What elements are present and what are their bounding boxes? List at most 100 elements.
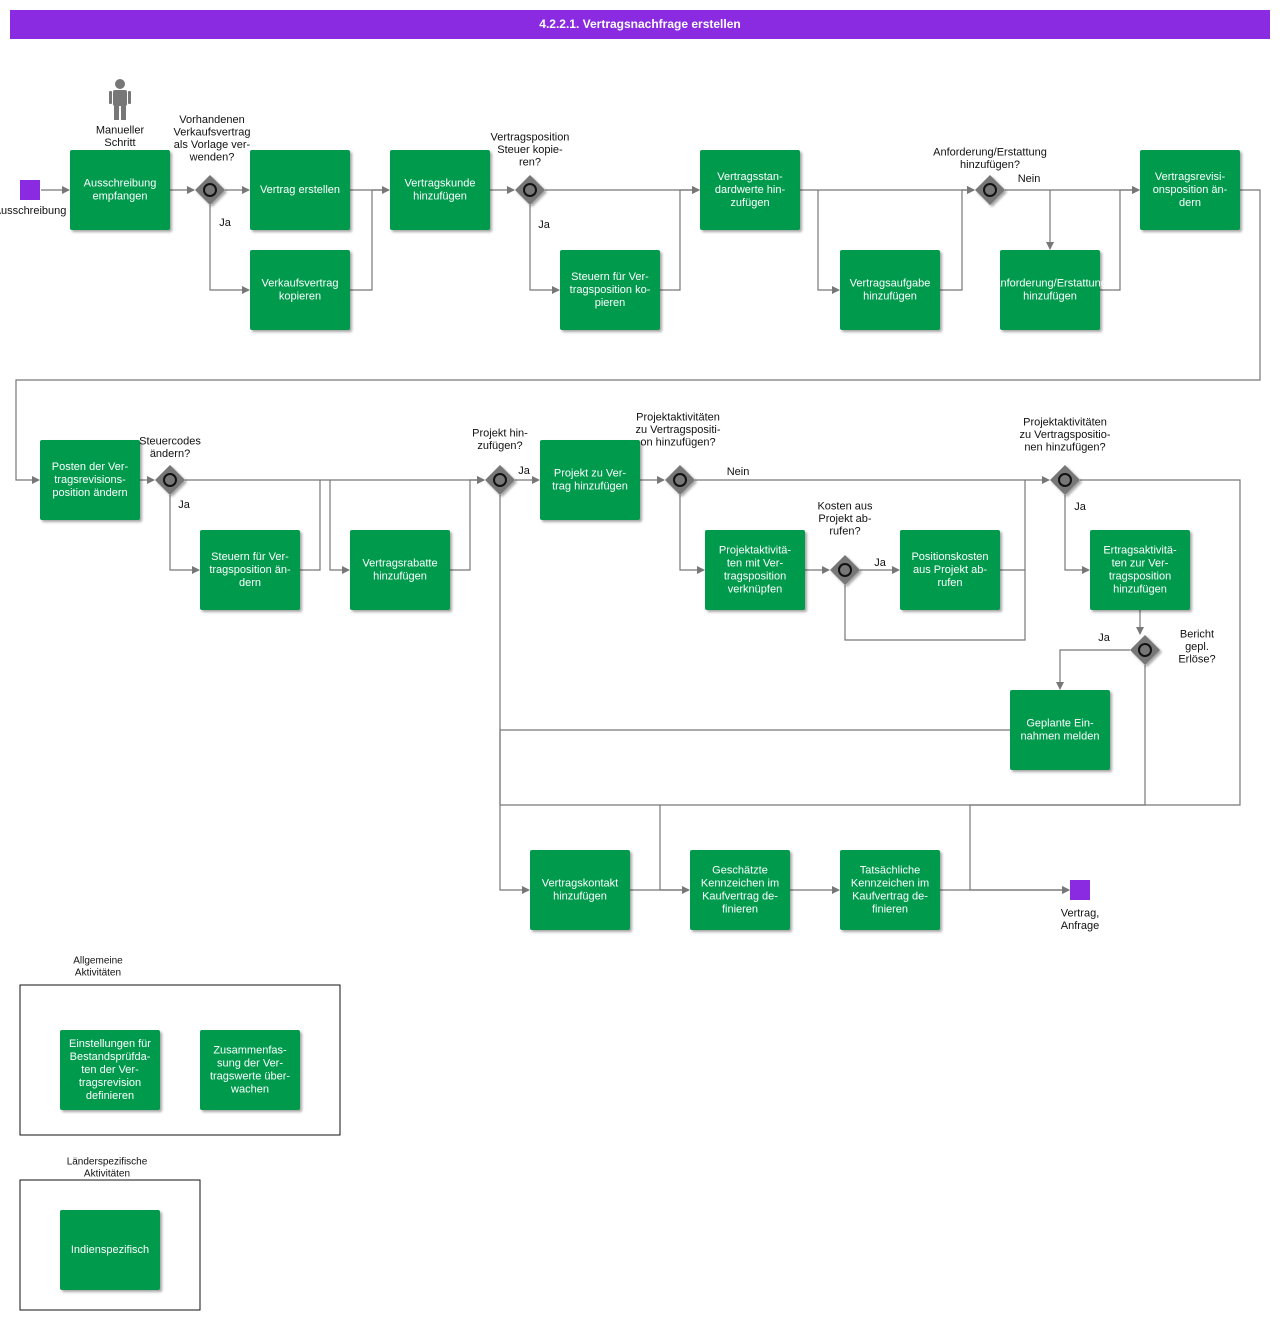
task-label: Projekt zu Ver-trag hinzufügen [552, 467, 628, 492]
ja-label: Ja [538, 219, 551, 231]
gateway-steuer-kopieren[interactable] [515, 175, 545, 205]
sequence-flow [660, 186, 700, 291]
task-projekt-hinzufuegen[interactable]: Projekt zu Ver-trag hinzufügen [540, 440, 640, 520]
gateway-circle-icon [523, 183, 537, 197]
task-steuern-aendern[interactable]: Steuern für Ver-tragsposition än-dern [200, 530, 300, 610]
sequence-flow [1100, 186, 1140, 291]
sequence-flow [1056, 649, 1130, 690]
ja-label: Ja [518, 465, 531, 477]
gateway-projektaktivitaeten-2[interactable] [1050, 465, 1080, 495]
gateway-bericht[interactable] [1130, 635, 1160, 665]
task-indienspezifisch[interactable]: Indienspezifisch [60, 1210, 160, 1290]
task-label: Vertragsstan-dardwerte hin-zufügen [715, 171, 786, 209]
diagram-title: 4.2.2.1. Vertragsnachfrage erstellen [10, 10, 1270, 39]
question-projekt-label: Projekt hin-zufügen? [472, 428, 528, 453]
group-allgemeine-box [19, 984, 341, 1136]
gateway-projektaktivitaeten-1[interactable] [665, 465, 695, 495]
task-vertrag-erstellen[interactable]: Vertrag erstellen [250, 150, 350, 230]
task-label: Vertragsrevisi-onsposition än-dern [1153, 171, 1228, 209]
gateway-kosten[interactable] [830, 555, 860, 585]
sequence-flow [329, 480, 350, 574]
end-event-vertrag-anfrage[interactable] [1070, 880, 1090, 900]
task-label: Steuern für Ver-tragsposition än-dern [209, 551, 291, 589]
sequence-flow [844, 480, 1026, 641]
task-posten-aendern[interactable]: Posten der Ver-tragsrevisions-position ä… [40, 440, 140, 520]
task-label: Steuern für Ver-tragsposition ko-pieren [570, 271, 651, 309]
gateway-steuercodes[interactable] [155, 465, 185, 495]
ja-label: Ja [178, 499, 191, 511]
manual-step-person-icon [109, 79, 131, 120]
ja-label: Ja [219, 217, 232, 229]
nein-label: Nein [727, 466, 750, 478]
task-ertragsaktivitaeten[interactable]: Ertragsaktivitä-ten zur Ver-tragspositio… [1090, 530, 1190, 610]
sequence-flow [1064, 495, 1090, 574]
ja-label: Ja [1098, 632, 1111, 644]
task-projektaktivitaeten-verknuepfen[interactable]: Projektaktivitä-ten mit Ver-tragspositio… [705, 530, 805, 610]
ja-label: Ja [1074, 501, 1087, 513]
task-vertragsrevisionsposition-aendern[interactable]: Vertragsrevisi-onsposition än-dern [1140, 150, 1240, 230]
sequence-flow [209, 205, 250, 294]
task-steuern-kopieren[interactable]: Steuern für Ver-tragsposition ko-pieren [560, 250, 660, 330]
gateway-circle-icon [673, 473, 687, 487]
ja-label: Ja [874, 557, 887, 569]
sequence-flow [300, 480, 321, 571]
nein-label: Nein [1018, 173, 1041, 185]
gateway-circle-icon [838, 563, 852, 577]
gateway-circle-icon [1138, 643, 1152, 657]
gateway-projekt[interactable] [485, 465, 515, 495]
task-label: Vertrag erstellen [260, 184, 340, 196]
end-event-label: Vertrag,Anfrage [1061, 908, 1100, 933]
gateway-circle-icon [493, 473, 507, 487]
sequence-flow [499, 729, 1010, 805]
group-laenderspezifische-box [19, 1179, 201, 1311]
start-event-label: Ausschreibung [0, 205, 66, 217]
task-geplante-einnahmen[interactable]: Geplante Ein-nahmen melden [1010, 690, 1110, 770]
start-event-ausschreibung[interactable] [20, 180, 40, 200]
task-vertragsstandardwerte[interactable]: Vertragsstan-dardwerte hin-zufügen [700, 150, 800, 230]
task-label: Posten der Ver-tragsrevisions-position ä… [52, 461, 129, 499]
task-label: Ertragsaktivitä-ten zur Ver-tragspositio… [1103, 544, 1177, 595]
task-label: Indienspezifisch [71, 1244, 149, 1256]
task-zusammenfassung[interactable]: Zusammenfas-sung der Ver-tragswerte über… [200, 1030, 300, 1110]
sequence-flow [940, 186, 975, 291]
sequence-flow [169, 495, 200, 574]
task-label: Projektaktivitä-ten mit Ver-tragspositio… [719, 544, 791, 595]
gateway-anforderung[interactable] [975, 175, 1005, 205]
gateway-circle-icon [203, 183, 217, 197]
sequence-flow [529, 205, 560, 294]
sequence-flow [15, 189, 1261, 484]
gateway-vorlage[interactable] [195, 175, 225, 205]
